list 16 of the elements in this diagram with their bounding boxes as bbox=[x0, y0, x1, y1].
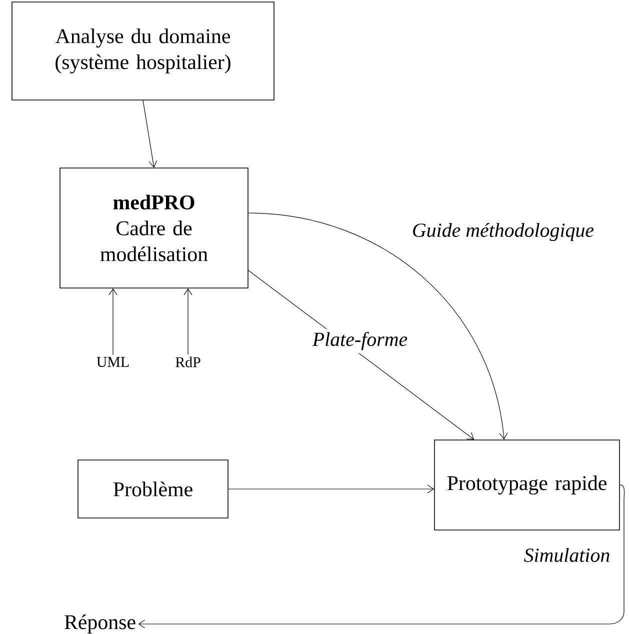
arrow bbox=[248, 212, 508, 440]
process-box: medPRO Cadre de modélisation bbox=[60, 168, 248, 288]
process-box: Analyse du domaine (système hospitalier) bbox=[12, 2, 274, 100]
input-label: RdP bbox=[176, 356, 200, 368]
arrow bbox=[108, 288, 118, 356]
edge-label: Plate-forme bbox=[309, 328, 411, 354]
arrow bbox=[142, 100, 158, 168]
output-label: Réponse bbox=[64, 614, 136, 634]
arrow bbox=[138, 484, 625, 628]
arrow bbox=[228, 484, 434, 494]
process-box: Problème bbox=[78, 460, 228, 518]
input-label: UML bbox=[96, 357, 129, 367]
process-box: Prototypage rapide bbox=[434, 440, 620, 530]
edge-label: Simulation bbox=[520, 544, 614, 566]
arrow bbox=[184, 288, 192, 355]
edge-label: Guide méthodologique bbox=[408, 220, 598, 244]
